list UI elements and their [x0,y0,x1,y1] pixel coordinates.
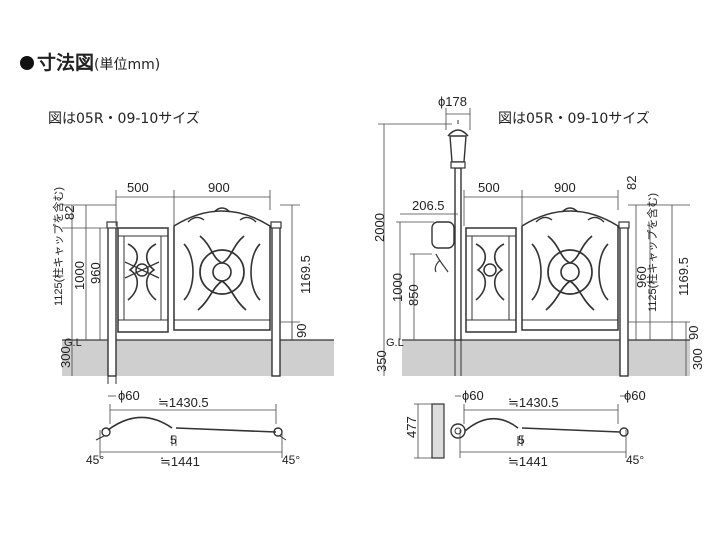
mailbox [431,221,455,249]
left-dimension-lines [62,190,300,458]
dim-h1000: 1000 [72,261,87,290]
angle-left: 45° [86,453,104,467]
dim-w206: 206.5 [412,198,445,213]
gl-label-right: G.L [386,337,404,349]
left-caption: 図は05R・09-10サイズ [48,111,200,127]
dim-w900: 900 [208,180,230,195]
right-caption: 図は05R・09-10サイズ [498,111,650,127]
dim-phi60-right-r: ϕ60 [624,388,646,403]
left-dimension-texts: 500 900 82 1125(柱キャップを含む) 1000 960 1169.… [51,180,313,469]
title-text: 寸法図 [37,52,95,74]
lamp-post [454,167,462,341]
dim-h90-right: 90 [686,326,701,340]
dim-h300-right: 300 [690,348,705,370]
mailbox-plan [431,403,445,459]
ground-band [62,340,334,376]
dim-w900-right: 900 [554,180,576,195]
gl-label: G.L [64,337,82,349]
dim-h1169-right: 1169.5 [676,257,691,296]
lamp-head [449,135,467,163]
dim-h2000: 2000 [372,213,387,242]
post-right-2 [619,225,629,377]
post-right [271,225,281,377]
dim-span-right: ≒1430.5 [508,395,559,410]
dim-span: ≒1430.5 [158,395,209,410]
dim-h960: 960 [88,262,103,284]
dim-w500-right: 500 [478,180,500,195]
post-left [107,225,117,377]
dim-total-right: ≒1441 [508,454,548,469]
left-plan-view [95,416,287,441]
dim-h1125-right: 1125(柱キャップを含む) [645,193,659,312]
dim-phi178: ϕ178 [438,94,467,109]
dim-h960-right: 960 [634,266,649,288]
right-plan-view [431,403,629,459]
unit-label: (単位mm) [94,57,161,73]
right-dimension-lines [378,108,690,459]
dim-gap-right: 5 [518,433,525,447]
dim-h300: 300 [58,346,73,368]
dim-w500: 500 [127,180,149,195]
dim-h1000-right: 1000 [390,273,405,302]
bullet-icon [20,56,34,70]
dim-total: ≒1441 [160,454,200,469]
dim-gap: 5 [170,433,177,447]
dim-phi60-right-l: ϕ60 [462,388,484,403]
dim-h850: 850 [406,284,421,306]
dim-h82-right: 82 [624,176,639,190]
dim-h82: 82 [62,206,77,220]
page-title: 寸法図(単位mm) [20,48,160,75]
dim-h1169: 1169.5 [298,255,313,294]
dim-phi60: ϕ60 [118,388,140,403]
dim-h90: 90 [294,324,309,338]
ground-band-right [402,340,690,376]
dim-h350: 350 [374,350,389,372]
dim-h1125: 1125(柱キャップを含む) [51,187,65,306]
right-dimension-texts: ϕ178 2000 206.5 500 900 82 1000 850 960 … [372,94,705,469]
dim-d477: 477 [404,416,419,438]
lamp-plan [450,423,466,439]
right-elevation [402,120,690,377]
left-elevation [62,207,334,384]
angle-right-2: 45° [626,453,644,467]
angle-right: 45° [282,453,300,467]
